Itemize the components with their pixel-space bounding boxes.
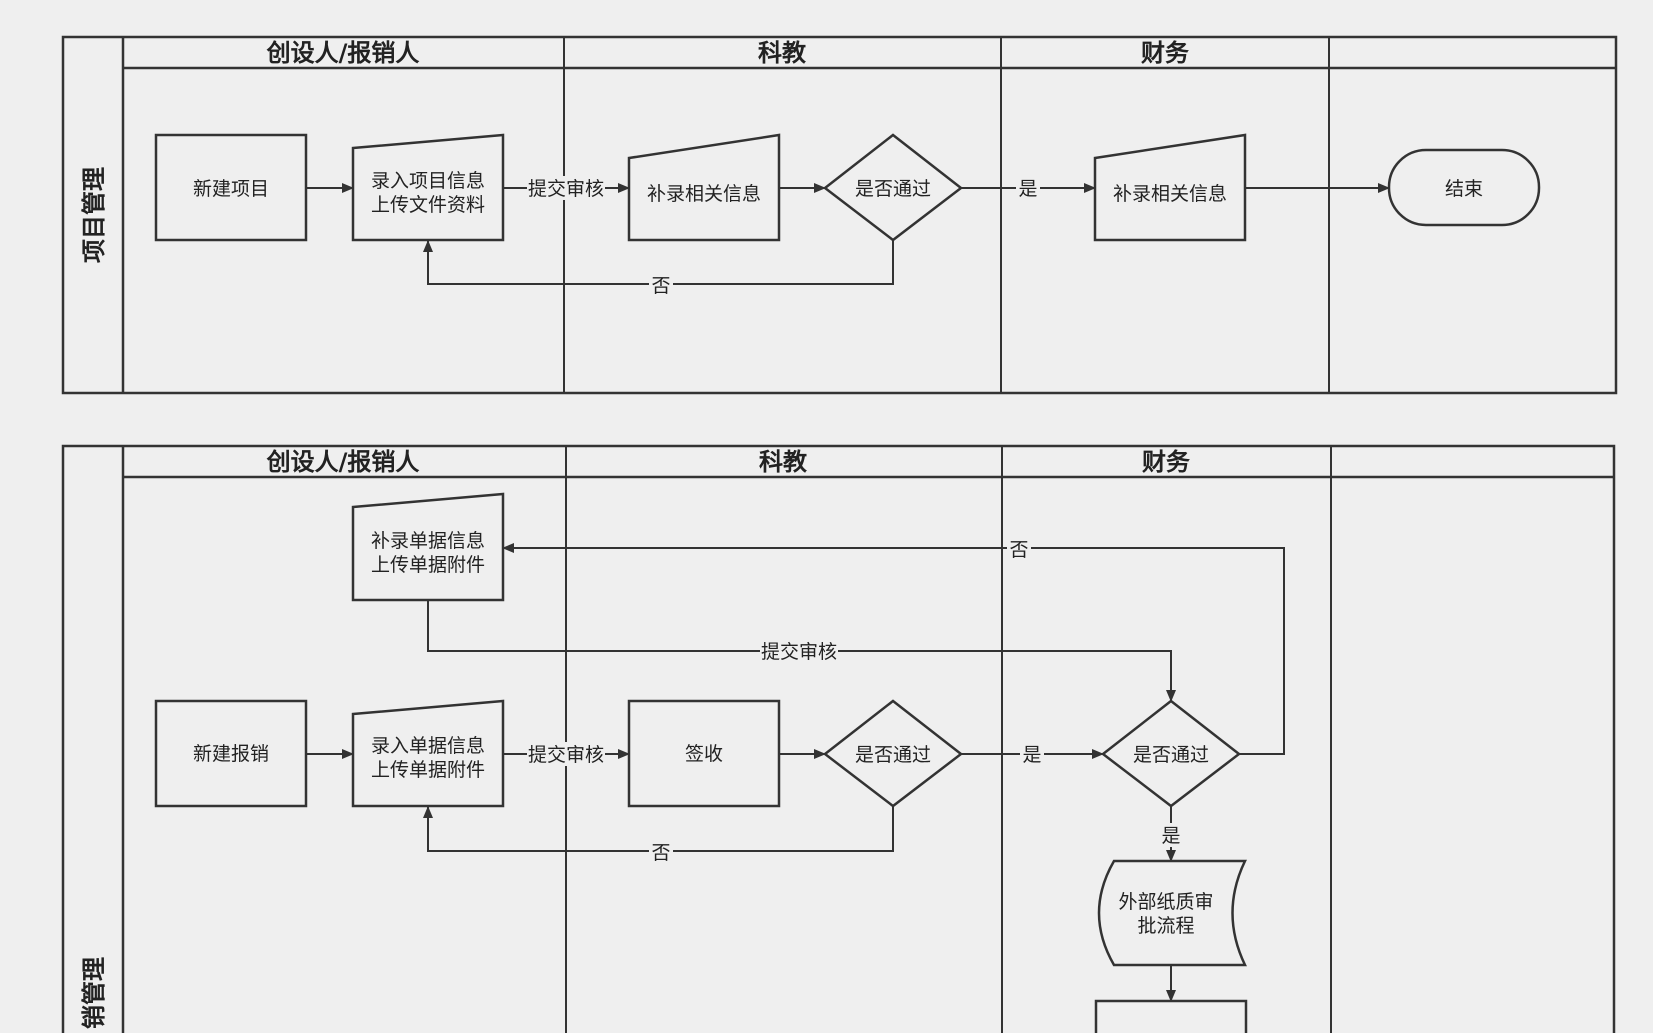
pool-title: 销管理 <box>80 957 108 1029</box>
edge-label-submit: 提交审核 <box>527 176 605 200</box>
node-label: 是否通过 <box>855 178 931 200</box>
node-label-line1: 录入单据信息 <box>371 735 485 757</box>
decision-node[interactable]: 是否通过 <box>822 133 964 242</box>
edge-label-yes: 是 <box>1020 742 1044 766</box>
process-node[interactable]: 签收 <box>627 699 781 808</box>
svg-text:提交审核: 提交审核 <box>528 744 604 766</box>
node-label: 是否通过 <box>855 744 931 766</box>
edge-label-no: 否 <box>649 273 673 297</box>
lane-header-creator: 创设人/报销人 <box>266 448 420 476</box>
terminator-node[interactable]: 结束 <box>1387 148 1541 227</box>
manual-input-node[interactable]: 录入单据信息 上传单据附件 <box>351 699 505 808</box>
node-label-line2: 上传单据附件 <box>371 759 485 781</box>
manual-input-node[interactable]: 补录单据信息 上传单据附件 <box>351 492 505 602</box>
edge-label-submit-top: 提交审核 <box>760 639 838 663</box>
node-label: 签收 <box>685 743 723 765</box>
decision-node[interactable]: 是否通过 <box>822 699 964 808</box>
edge-label-yes: 是 <box>1016 176 1040 200</box>
node-label: 补录相关信息 <box>1113 183 1227 205</box>
node-label: 结束 <box>1445 178 1483 200</box>
svg-text:否: 否 <box>651 842 670 864</box>
svg-text:是: 是 <box>1161 825 1180 847</box>
process-node[interactable]: 新建报销 <box>154 699 308 808</box>
svg-text:是: 是 <box>1018 178 1037 200</box>
edge-label-submit: 提交审核 <box>527 742 605 766</box>
node-label: 新建报销 <box>193 743 269 765</box>
node-label: 补录相关信息 <box>647 183 761 205</box>
node-label-line2: 上传单据附件 <box>371 554 485 576</box>
svg-text:提交审核: 提交审核 <box>528 178 604 200</box>
svg-text:否: 否 <box>1009 539 1028 561</box>
lane-header-science: 科教 <box>758 39 807 67</box>
pool-project-management: 项目管理 创设人/报销人 科教 财务 新建项目 录入项目信息 上传文件资料 补录… <box>61 35 1618 395</box>
lane-header-finance: 财务 <box>1141 39 1190 67</box>
edge-arrow-reject <box>502 543 1285 755</box>
decision-node[interactable]: 是否通过 <box>1100 699 1242 808</box>
lane-header-science: 科教 <box>759 448 808 476</box>
edge-label-no: 否 <box>649 840 673 864</box>
manual-input-node[interactable]: 补录相关信息 <box>1093 133 1247 242</box>
svg-text:提交审核: 提交审核 <box>761 641 837 663</box>
process-node[interactable]: 新建项目 <box>154 133 308 242</box>
pool-reimbursement-management: 销管理 创设人/报销人 科教 财务 补录单据信息 上传单据附件 新建报销 录入单… <box>61 444 1616 1033</box>
svg-text:是: 是 <box>1022 744 1041 766</box>
process-node-partial[interactable] <box>1094 999 1248 1033</box>
node-label-line1: 外部纸质审 <box>1118 891 1213 913</box>
edge-label-no: 否 <box>1007 537 1031 561</box>
manual-input-node[interactable]: 录入项目信息 上传文件资料 <box>351 133 505 242</box>
node-label: 新建项目 <box>193 178 269 200</box>
manual-input-node[interactable]: 补录相关信息 <box>627 133 781 242</box>
node-label-line1: 录入项目信息 <box>371 170 485 192</box>
edge-label-yes: 是 <box>1159 823 1183 847</box>
node-label: 是否通过 <box>1133 744 1209 766</box>
svg-text:否: 否 <box>651 275 670 297</box>
node-label-line1: 补录单据信息 <box>371 530 485 552</box>
pool-title: 项目管理 <box>80 167 108 263</box>
lane-header-creator: 创设人/报销人 <box>266 39 420 67</box>
stored-data-node[interactable]: 外部纸质审 批流程 <box>1097 859 1247 967</box>
lane-header-finance: 财务 <box>1142 448 1191 476</box>
node-label-line2: 上传文件资料 <box>371 194 485 216</box>
node-label-line2: 批流程 <box>1137 915 1194 937</box>
